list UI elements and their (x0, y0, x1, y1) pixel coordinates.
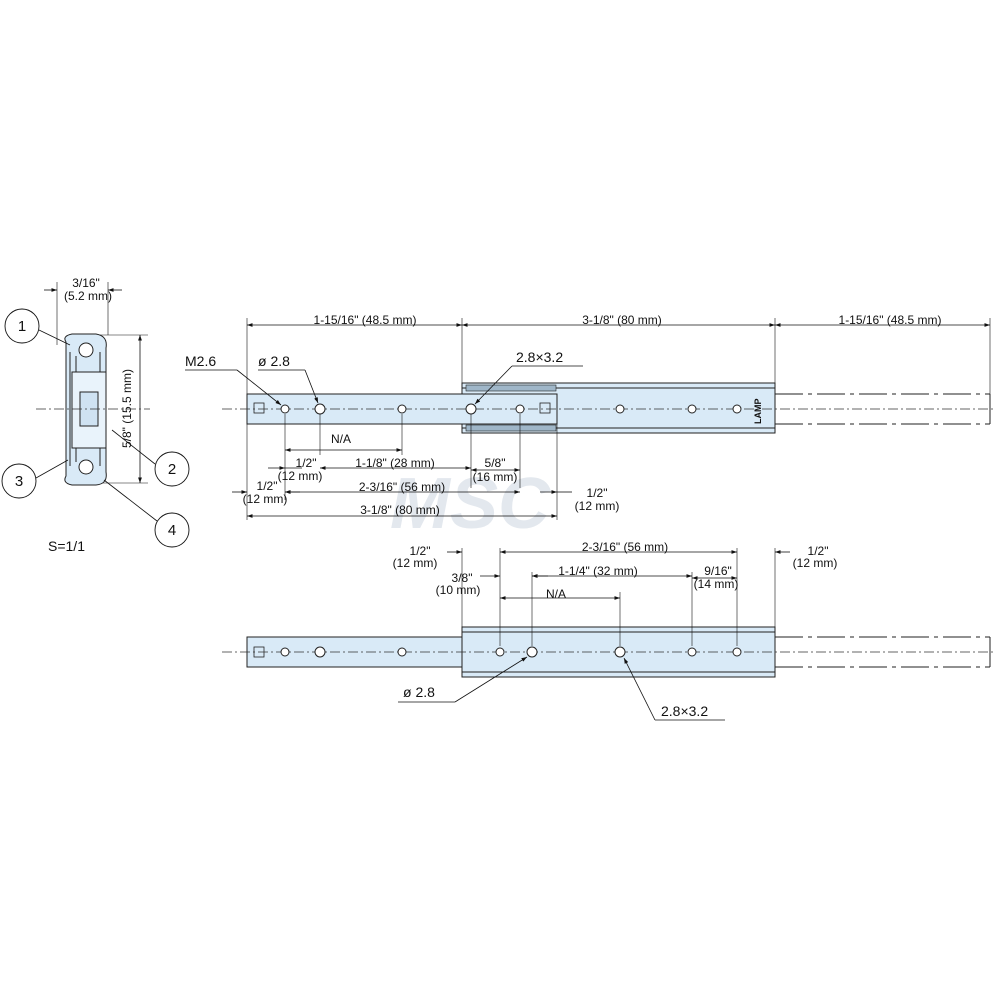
top-half-b-met: (12 mm) (243, 492, 288, 506)
cs-height-dim: 5/8" (15.5 mm) (120, 369, 134, 448)
label-dia-bottom: ø 2.8 (403, 684, 435, 700)
cross-section-view: 3/16" (5.2 mm) 5/8" (15.5 mm) 1 2 3 4 S=… (1, 276, 190, 554)
label-slot-bottom: 2.8×3.2 (661, 703, 708, 719)
callout-1: 1 (18, 318, 26, 335)
cs-width-imperial: 3/16" (72, 276, 100, 290)
top-five-eighths-met: (16 mm) (473, 470, 518, 484)
bot-half-l-met: (12 mm) (393, 556, 438, 570)
top-half-c-met: (12 mm) (575, 499, 620, 513)
label-slot-top: 2.8×3.2 (516, 349, 563, 365)
bot-nine-16-imp: 9/16" (704, 564, 732, 578)
top-one-eighth: 1-1/8" (28 mm) (355, 456, 435, 470)
dim-top-right: 1-15/16" (48.5 mm) (839, 313, 942, 327)
watermark: MSC (390, 464, 551, 544)
top-three-eighth-total: 3-1/8" (80 mm) (360, 503, 440, 517)
bot-three-eighths-met: (10 mm) (436, 583, 481, 597)
bot-na: N/A (546, 587, 566, 601)
callout-3: 3 (15, 473, 23, 490)
bot-one-quarter: 1-1/4" (32 mm) (558, 564, 638, 578)
dim-top-middle: 3-1/8" (80 mm) (582, 313, 662, 327)
bot-half-r-met: (12 mm) (793, 556, 838, 570)
bot-nine-16-met: (14 mm) (694, 577, 739, 591)
callout-4: 4 (168, 522, 176, 539)
callout-2: 2 (168, 461, 176, 478)
top-view: 1-15/16" (48.5 mm) 3-1/8" (80 mm) 1-15/1… (185, 313, 995, 520)
bottom-view: 1/2" (12 mm) 2-3/16" (56 mm) 1/2" (12 mm… (222, 540, 995, 721)
top-two-3-16: 2-3/16" (56 mm) (359, 480, 445, 494)
label-dia-top: ø 2.8 (258, 353, 290, 369)
top-five-eighths-imp: 5/8" (485, 456, 506, 470)
cs-width-metric: (5.2 mm) (64, 289, 112, 303)
bot-half-r-imp: 1/2" (808, 544, 829, 558)
bot-half-l-imp: 1/2" (410, 544, 431, 558)
bot-two-3-16: 2-3/16" (56 mm) (582, 540, 668, 554)
top-half-a-met: (12 mm) (278, 469, 323, 483)
rail-logo: LAMP (753, 399, 763, 425)
label-m26: M2.6 (185, 353, 216, 369)
top-half-c-imp: 1/2" (587, 486, 608, 500)
top-half-a-imp: 1/2" (296, 456, 317, 470)
dim-top-left: 1-15/16" (48.5 mm) (314, 313, 417, 327)
bot-three-eighths-imp: 3/8" (452, 571, 473, 585)
scale-label: S=1/1 (48, 538, 85, 554)
top-half-b-imp: 1/2" (257, 479, 278, 493)
top-na: N/A (331, 432, 351, 446)
